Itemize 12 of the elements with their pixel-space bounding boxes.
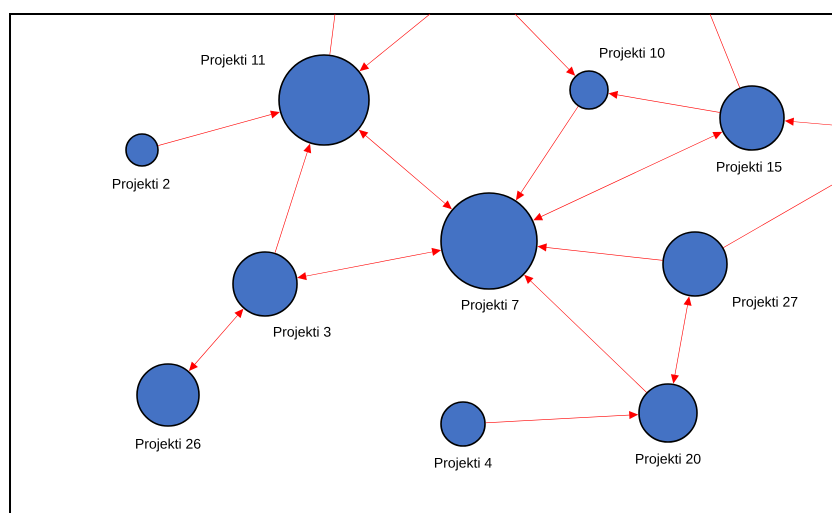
node-label: Projekti 3 [274,326,331,340]
node-label: Projekti 26 [136,438,200,452]
node-label: Projekti 15 [717,161,782,175]
node-label: Projekti 7 [462,299,518,313]
node-label: Projekti 27 [733,296,798,310]
node-label: Projekti 20 [636,453,701,467]
arrow [538,243,663,261]
arrow [608,90,720,113]
node-label: Projekti 11 [202,54,265,68]
node-label: Projekti 2 [112,178,170,192]
node-label: Projekti 4 [434,457,492,471]
node-label: Projekti 10 [600,47,665,61]
